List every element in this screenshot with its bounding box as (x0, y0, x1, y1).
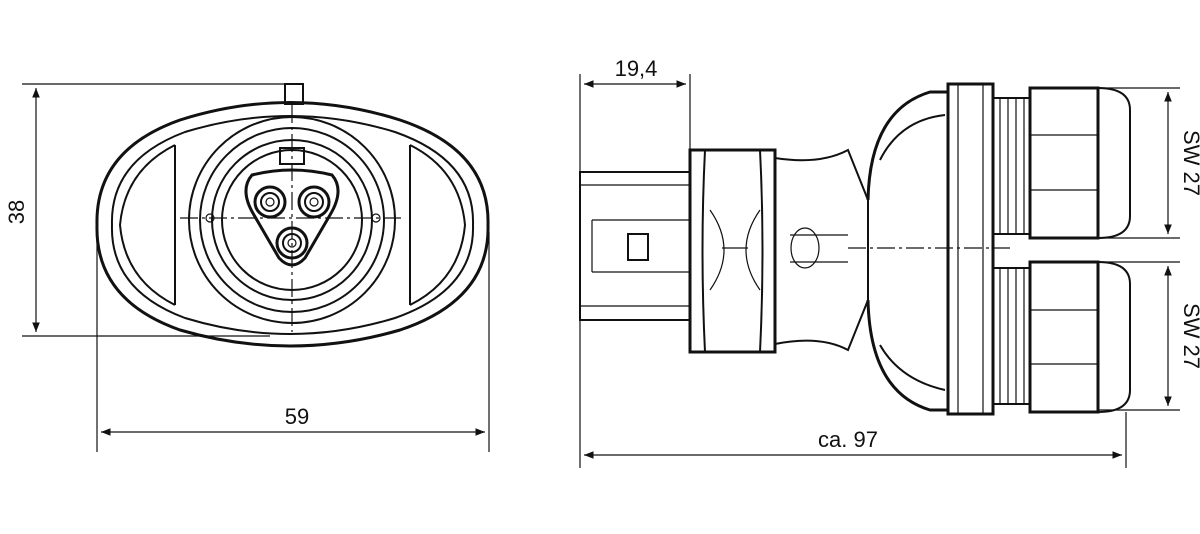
length-dimension-label: ca. 97 (818, 427, 878, 452)
front-mark-left (205, 213, 215, 223)
side-view (579, 82, 1131, 416)
side-flange (946, 82, 995, 416)
front-housing-inner (110, 115, 475, 335)
front-view (95, 83, 490, 348)
offset-dimension-label: 19,4 (615, 56, 658, 81)
front-housing-outline (95, 101, 490, 348)
width-dimension-label: 59 (285, 404, 309, 429)
front-mark-right (371, 213, 381, 223)
front-latch-tab (284, 83, 304, 105)
side-upper-gland (993, 86, 1131, 240)
side-coupling-ring (688, 148, 777, 354)
wrench-lower-label: SW 27 (1179, 303, 1200, 369)
side-neck (774, 148, 869, 352)
side-body (866, 90, 950, 412)
side-plug-barrel (579, 171, 691, 321)
front-contact-carrier (244, 168, 340, 267)
front-left-wing (118, 144, 176, 306)
side-dimensions: 19,4 ca. 97 SW 27 SW 27 (579, 56, 1200, 468)
side-lower-gland (993, 260, 1131, 414)
front-right-wing (409, 144, 467, 306)
side-latch-window (627, 233, 649, 261)
front-dimensions: 38 59 (4, 83, 490, 452)
height-dimension-label: 38 (4, 200, 29, 224)
wrench-upper-label: SW 27 (1179, 130, 1200, 196)
